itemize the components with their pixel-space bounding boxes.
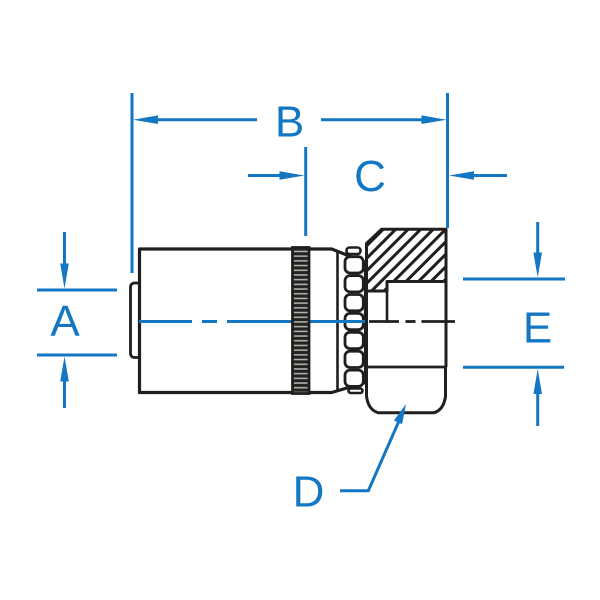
dim-a-label: A bbox=[50, 297, 80, 346]
serration bbox=[343, 255, 365, 275]
dim-d-leader bbox=[340, 420, 401, 493]
serration-partial-top bbox=[345, 246, 362, 256]
serration bbox=[343, 330, 365, 350]
dim-a-arrow-top bbox=[60, 263, 69, 289]
dim-c: C bbox=[248, 147, 507, 236]
dim-b-label: B bbox=[275, 98, 304, 147]
serration bbox=[343, 349, 365, 369]
dim-b-arrow-left bbox=[133, 115, 158, 124]
collar-serrations bbox=[343, 246, 365, 395]
knurl-band bbox=[291, 246, 311, 395]
dim-c-arrow-left bbox=[279, 171, 305, 180]
dim-d-label: D bbox=[293, 468, 325, 517]
serration bbox=[343, 368, 365, 388]
serration bbox=[343, 274, 365, 294]
swivel-nut bbox=[365, 227, 448, 415]
dim-a-arrow-bottom bbox=[60, 356, 69, 382]
nut-bottom-outline bbox=[365, 367, 447, 415]
dim-d-arrow bbox=[393, 404, 406, 425]
dim-c-arrow-right bbox=[449, 171, 474, 180]
serration-partial-bottom bbox=[347, 387, 364, 395]
dim-d: D bbox=[293, 404, 406, 517]
dim-e-arrow-bottom bbox=[533, 369, 542, 394]
dim-c-label: C bbox=[354, 152, 386, 201]
serration bbox=[343, 293, 365, 313]
nut-section-hatched bbox=[365, 227, 448, 293]
dim-e: E bbox=[463, 222, 565, 426]
dim-b: B bbox=[130, 93, 449, 273]
dim-b-arrow-right bbox=[421, 115, 447, 124]
dim-e-label: E bbox=[523, 304, 552, 353]
dim-e-arrow-top bbox=[533, 252, 542, 278]
dim-a: A bbox=[37, 232, 117, 408]
